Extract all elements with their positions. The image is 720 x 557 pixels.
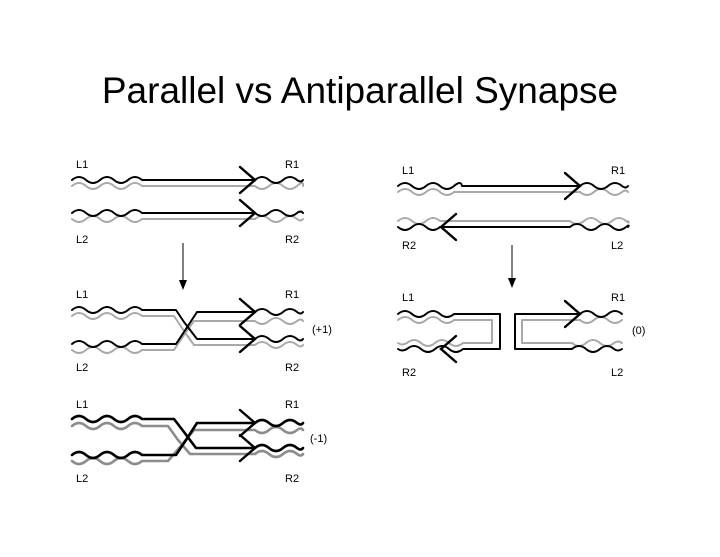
label-r1: R1: [285, 159, 299, 171]
duplex-l2-r2: [71, 198, 304, 228]
label-l1: L1: [76, 159, 88, 171]
antiparallel-top-panel: L1 R1 R2 L2: [397, 165, 630, 252]
duplex-l1-r1: [397, 171, 629, 201]
label-l2: L2: [611, 240, 623, 252]
result-label: (-1): [310, 433, 327, 445]
arrowhead-icon: [238, 297, 257, 327]
down-arrow-icon: [508, 245, 516, 288]
label-r2: R2: [402, 240, 416, 252]
arrowhead-icon: [238, 165, 257, 195]
result-label: (0): [632, 325, 645, 337]
parallel-top-panel: L1 R1 L2 R2: [71, 159, 305, 246]
label-r1: R1: [285, 289, 299, 301]
result-label: (+1): [312, 324, 332, 336]
down-arrow-icon: [179, 243, 187, 290]
duplex-l1-r1: [71, 165, 305, 195]
label-r2: R2: [285, 362, 299, 374]
arrowhead-icon: [563, 299, 582, 329]
label-r1: R1: [285, 399, 299, 411]
label-l1: L1: [76, 289, 88, 301]
duplex-r2-l2: [397, 212, 630, 242]
label-l1: L1: [402, 165, 414, 177]
label-l2: L2: [611, 367, 623, 379]
label-l2: L2: [76, 473, 88, 485]
label-l1: L1: [76, 399, 88, 411]
label-r2: R2: [285, 473, 299, 485]
label-l2: L2: [76, 234, 88, 246]
slide-title: Parallel vs Antiparallel Synapse: [101, 70, 619, 111]
arrowhead-icon: [439, 212, 458, 242]
parallel-mid-panel: L1 R1 L2 R2 (+1): [71, 289, 332, 374]
antiparallel-bottom-panel: L1 R1 R2 L2 (0): [397, 292, 645, 379]
arrowhead-icon: [238, 324, 257, 354]
parallel-bottom-panel: L1 R1 L2 R2 (-1): [70, 399, 327, 485]
arrowhead-icon: [238, 433, 257, 463]
label-r2: R2: [402, 367, 416, 379]
label-r2: R2: [285, 234, 299, 246]
arrowhead-icon: [238, 198, 257, 228]
label-r1: R1: [611, 165, 625, 177]
arrowhead-icon: [238, 408, 257, 438]
arrowhead-icon: [439, 334, 458, 364]
arrowhead-icon: [563, 171, 582, 201]
label-l2: L2: [76, 362, 88, 374]
label-r1: R1: [611, 292, 625, 304]
label-l1: L1: [402, 292, 414, 304]
